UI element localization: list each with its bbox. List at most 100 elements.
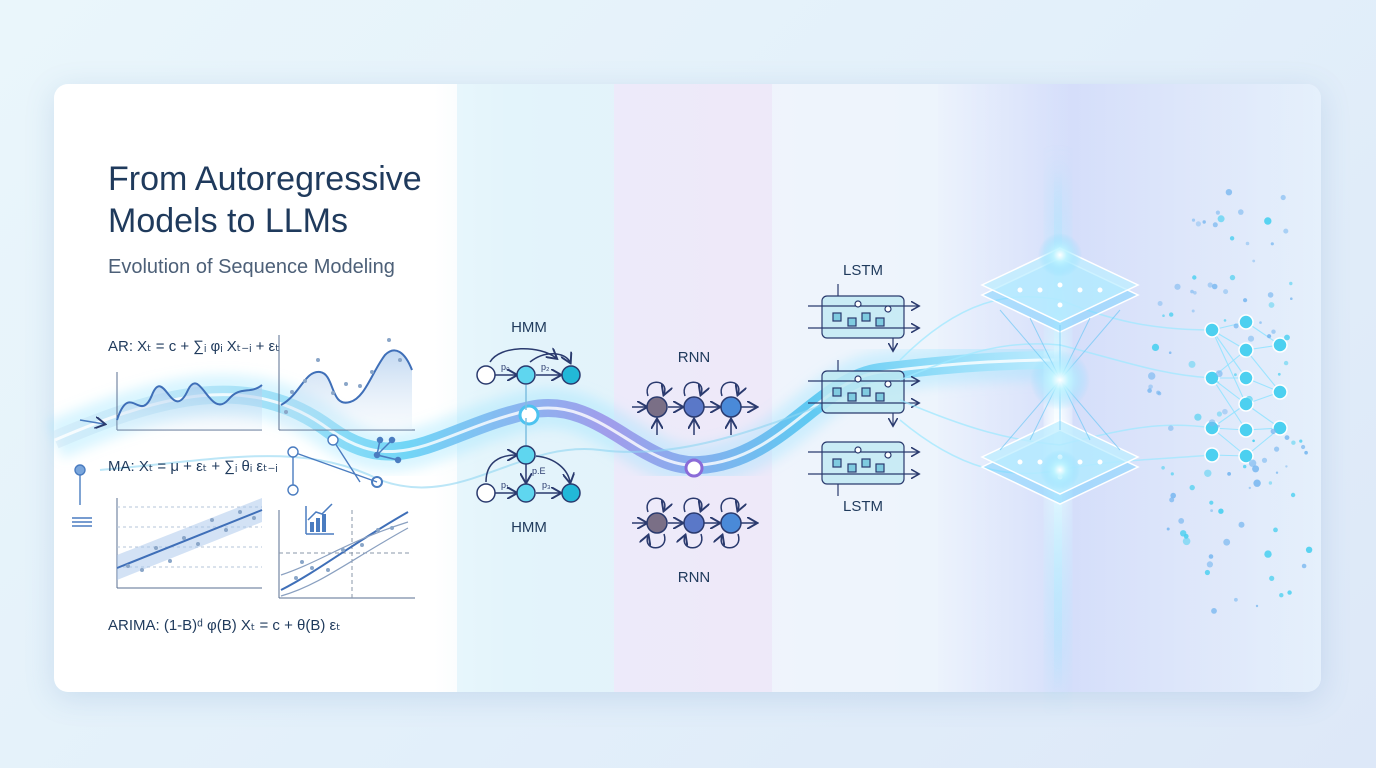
particle-dot <box>1216 411 1222 417</box>
particle-dot <box>1234 597 1238 602</box>
particle-dot <box>1207 282 1213 288</box>
particle-dot <box>1168 425 1174 432</box>
particle-dot <box>1188 360 1196 368</box>
particle-dot <box>1299 439 1303 443</box>
hmm-band <box>457 84 614 692</box>
particle-dot <box>1229 236 1235 241</box>
particle-dot <box>1227 472 1231 476</box>
particle-dot <box>1275 471 1279 474</box>
particle-dot <box>1245 395 1253 404</box>
lstm-label-bottom: LSTM <box>842 498 883 515</box>
llm-band <box>938 84 1321 692</box>
particle-dot <box>1206 561 1213 568</box>
rnn-label-bottom: RNN <box>677 569 711 586</box>
lstm-cell <box>808 284 918 350</box>
particle-dot <box>1238 521 1245 528</box>
particle-dot <box>1195 221 1201 227</box>
particle-dot <box>1243 298 1248 303</box>
particle-dot <box>1274 446 1280 452</box>
particle-dot <box>1280 194 1286 201</box>
particle-dot <box>1283 360 1289 366</box>
particle-dot <box>1212 222 1218 228</box>
particle-dot <box>1291 440 1296 445</box>
particle-dot <box>1208 419 1216 427</box>
lstm-cell <box>808 360 918 425</box>
ma-formula: MA: Xₜ = μ + εₜ + ∑ᵢ θᵢ εₜ₋ᵢ <box>108 458 278 475</box>
page-title: From Autoregressive Models to LLMs <box>108 160 422 240</box>
particle-dot <box>1151 343 1160 351</box>
particle-dot <box>1301 444 1306 450</box>
particle-dot <box>1283 228 1289 234</box>
particle-dot <box>1169 497 1175 503</box>
particle-dot <box>1216 424 1220 428</box>
hmm-edge-label: p₂ <box>541 362 550 372</box>
particle-dot <box>1252 439 1255 443</box>
particle-dot <box>1218 508 1224 514</box>
particle-dot <box>1273 527 1278 533</box>
particle-dot <box>1252 465 1260 473</box>
particle-dot <box>1204 469 1212 477</box>
stream-node-rnn <box>684 458 704 478</box>
particle-dot <box>1245 241 1250 246</box>
particle-dot <box>1253 479 1261 487</box>
particle-dot <box>1148 384 1153 390</box>
particle-dot <box>1304 450 1308 455</box>
particle-dot <box>1255 604 1259 608</box>
particle-dot <box>1305 546 1313 553</box>
ar-formula: AR: Xₜ = c + ∑ᵢ φᵢ Xₜ₋ᵢ + εₜ <box>108 338 280 355</box>
particle-dot <box>1204 569 1210 576</box>
particle-dot <box>1285 465 1288 468</box>
particle-dot <box>1248 486 1252 490</box>
particle-dot <box>1277 372 1281 376</box>
particle-dot <box>1268 302 1275 308</box>
particle-dot <box>1247 335 1255 342</box>
hmm-label-top: HMM <box>511 319 547 336</box>
particle-dot <box>1223 289 1229 295</box>
particle-dot <box>1268 481 1273 485</box>
particle-dot <box>1162 314 1165 318</box>
particle-dot <box>1215 370 1223 378</box>
particle-dot <box>1234 373 1237 377</box>
particle-dot <box>1193 291 1197 295</box>
particle-dot <box>1189 484 1195 491</box>
ar-chart-left <box>116 372 263 431</box>
llm-neural-network <box>1204 314 1288 464</box>
page-subtitle: Evolution of Sequence Modeling <box>108 256 395 278</box>
stream-node-hmm <box>518 404 540 426</box>
particle-dot <box>1270 242 1274 246</box>
particle-dot <box>1157 301 1163 306</box>
particle-dot <box>1191 309 1195 313</box>
particle-dot <box>1279 593 1284 598</box>
particle-dot <box>1215 210 1220 215</box>
particle-dot <box>1284 334 1290 341</box>
diagram-card <box>54 84 1321 692</box>
particle-dot <box>1148 372 1156 380</box>
particle-dot <box>1269 575 1275 582</box>
particle-dot <box>1217 215 1225 223</box>
particle-dot <box>1170 472 1174 476</box>
ma-chart-right <box>278 510 415 599</box>
particle-dot <box>1267 334 1272 339</box>
particle-dot <box>1270 428 1277 434</box>
particle-dot <box>1267 292 1274 298</box>
particle-dot <box>1161 466 1165 470</box>
particle-dot <box>1290 492 1296 498</box>
particle-dot <box>1289 281 1293 286</box>
particle-dot <box>1174 283 1181 290</box>
particle-dot <box>1192 275 1197 280</box>
hmm-edge-label: p₁ <box>501 480 509 490</box>
particle-dot <box>1194 413 1202 421</box>
particle-dot <box>1147 388 1152 393</box>
particle-dot <box>1223 319 1227 322</box>
particle-dot <box>1248 459 1257 467</box>
particle-dot <box>1243 464 1247 469</box>
particle-dot <box>1216 381 1219 384</box>
rnn-label-top: RNN <box>677 349 711 366</box>
hmm-top-diagram <box>476 349 581 410</box>
particle-dot <box>1211 283 1218 290</box>
particle-dot <box>1261 457 1268 463</box>
particle-dot <box>1225 189 1233 196</box>
lstm-cell <box>808 441 918 496</box>
particle-dot <box>1259 321 1262 324</box>
particle-dot <box>1170 492 1176 499</box>
